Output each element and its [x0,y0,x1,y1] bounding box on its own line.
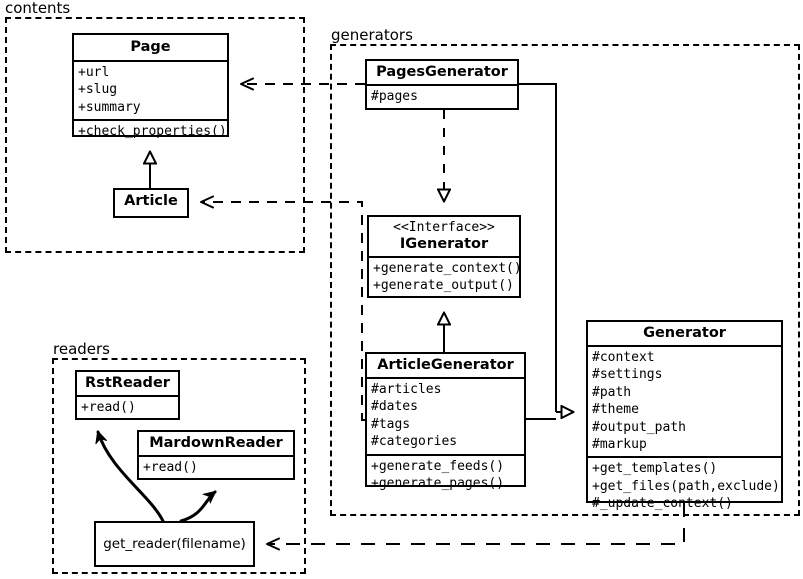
attribute: #articles [371,382,442,397]
method: +generate_context() [373,261,522,276]
class-igenerator-name: <<Interface>> IGenerator [369,217,519,256]
method: +read() [81,400,136,415]
package-generators-label: generators [329,26,415,44]
method: +check_properties() [78,124,227,140]
package-contents [5,17,305,253]
attribute: #settings [592,367,663,383]
method: +generate_feeds() [371,458,505,474]
attribute: #context [592,350,655,365]
attribute: #tags [371,416,411,432]
class-page-methods: +check_properties() [74,119,227,143]
class-pagesgenerator-name: PagesGenerator [376,64,508,80]
function-get-reader-label: get_reader(filename) [103,536,246,552]
attribute: #path [592,384,632,400]
attribute: #categories [371,434,458,450]
class-page-attributes: +url +slug +summary [74,60,227,119]
class-articlegenerator-methods: +generate_feeds() +generate_pages() [367,453,524,496]
class-igenerator-methods: +generate_context() +generate_output() [369,256,522,298]
function-get-reader[interactable]: get_reader(filename) [94,521,255,567]
attribute: +summary [78,99,141,115]
attribute: +slug [78,82,118,98]
class-generator-methods: +get_templates() +get_files(path,exclude… [588,456,781,515]
attribute: #pages [371,89,418,104]
class-articlegenerator[interactable]: ArticleGenerator #articles #dates #tags … [365,352,526,491]
class-article[interactable]: Article [113,188,189,218]
attribute: #theme [592,402,639,418]
class-mardownreader-name: MardownReader [149,435,283,451]
class-rstreader-methods: +read() [77,395,178,419]
class-mardownreader[interactable]: MardownReader +read() [137,430,295,480]
method: +get_templates() [592,461,718,477]
class-rstreader-name: RstReader [85,375,170,391]
class-page[interactable]: Page +url +slug +summary +check_properti… [72,33,229,139]
attribute: #output_path [592,419,686,435]
package-readers-label: readers [51,340,112,358]
class-pagesgenerator-attributes: #pages [367,84,517,108]
class-igenerator-label: IGenerator [399,236,489,252]
class-rstreader[interactable]: RstReader +read() [75,370,180,420]
class-igenerator-stereotype: <<Interface>> [393,220,495,235]
attribute: +url [78,65,110,80]
method: +generate_pages() [371,476,505,492]
class-pagesgenerator[interactable]: PagesGenerator #pages [365,59,519,110]
class-generator-name: Generator [643,325,726,341]
class-articlegenerator-name: ArticleGenerator [377,357,514,373]
method: +generate_output() [373,278,514,294]
method: +read() [143,460,198,475]
attribute: #markup [592,437,647,453]
class-generator-attributes: #context #settings #path #theme #output_… [588,345,781,456]
class-page-name: Page [130,39,171,55]
method: #_update_context() [592,496,733,512]
attribute: #dates [371,399,418,415]
class-generator[interactable]: Generator #context #settings #path #them… [586,320,783,511]
class-mardownreader-methods: +read() [139,455,293,479]
class-articlegenerator-attributes: #articles #dates #tags #categories [367,377,524,454]
method: +get_files(path,exclude) [592,478,780,494]
package-readers [52,358,306,574]
class-igenerator[interactable]: <<Interface>> IGenerator +generate_conte… [367,215,522,298]
package-contents-label: contents [3,0,73,17]
class-article-name: Article [124,193,178,209]
